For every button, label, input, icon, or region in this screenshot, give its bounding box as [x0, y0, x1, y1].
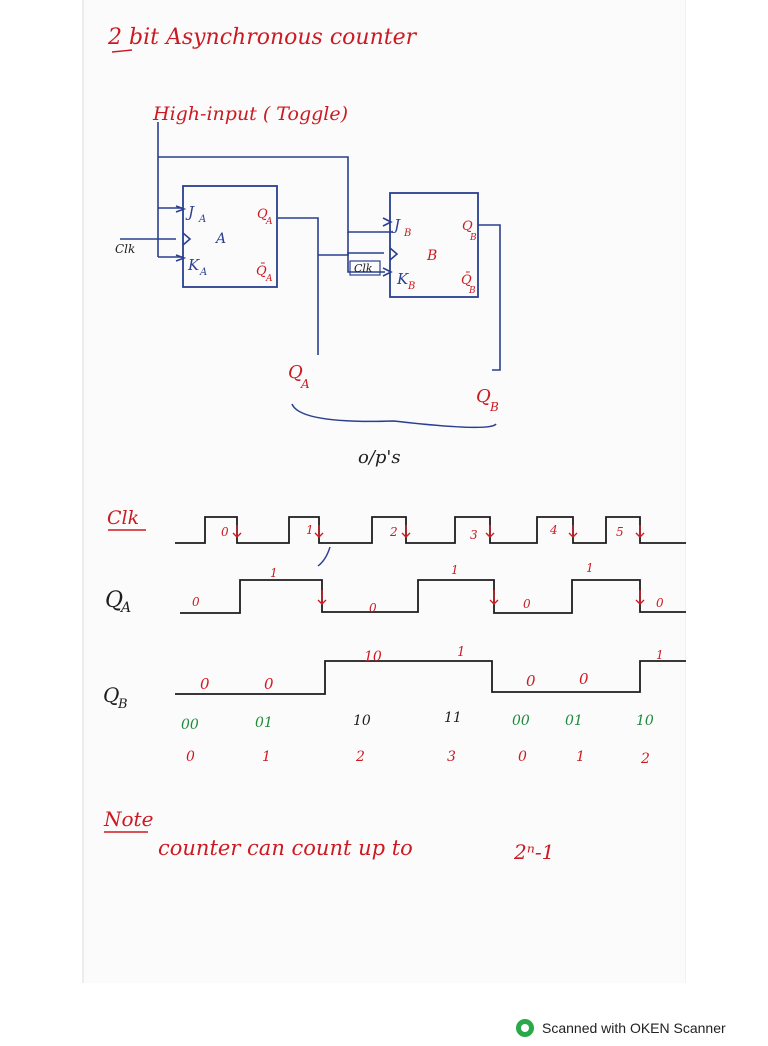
- qa-value: 0: [523, 597, 531, 611]
- qa-value: 1: [586, 561, 594, 575]
- outputs-label: o/p's: [358, 447, 401, 468]
- ffa-j-label: J: [185, 203, 195, 221]
- timing-qb-label: Q: [103, 683, 119, 707]
- timing-clk-label: Clk: [107, 507, 139, 529]
- ffb-k-sub: B: [407, 281, 415, 292]
- ffa-k-sub: A: [199, 267, 207, 278]
- decimal-state: 0: [518, 749, 527, 765]
- binary-state: 00: [181, 717, 199, 733]
- scanner-text: Scanned with OKEN Scanner: [542, 1020, 726, 1036]
- qa-value: 1: [270, 566, 278, 580]
- ffb-k-label: K: [396, 270, 409, 288]
- note-heading: Note: [103, 807, 153, 831]
- ffa-qbar-sub: A: [265, 274, 273, 284]
- qb-value: 1: [656, 648, 664, 662]
- ffa-q-sub: A: [265, 217, 273, 227]
- qb-value-labels: 0 0 10 1 0 0 1: [200, 645, 664, 693]
- clk-waveform: [175, 516, 686, 544]
- binary-state: 00: [512, 713, 530, 729]
- timing-qb-sub: B: [117, 697, 128, 712]
- ffb-j-label: J: [391, 216, 401, 234]
- qb-value: 0: [200, 675, 210, 693]
- note-text: counter can count up to: [158, 836, 413, 860]
- ffb-qbar-sub: B: [468, 286, 476, 296]
- decimal-state: 0: [186, 749, 195, 765]
- flipflop-a: J A K A A Q A Q̄ A: [182, 185, 278, 288]
- ffb-qbar-label: Q̄: [461, 272, 472, 288]
- title-underline: [111, 49, 133, 53]
- ffa-qbar-label: Q̄: [256, 263, 267, 279]
- binary-state: 10: [636, 713, 654, 729]
- decimal-state: 2: [355, 749, 365, 765]
- qb-value: 0: [526, 672, 536, 690]
- notes-drawing: 2 bit Asynchronous counter High-input ( …: [103, 25, 686, 864]
- ffa-q-label: Q: [257, 207, 268, 222]
- qb-value: 10: [364, 649, 382, 665]
- page-title: 2 bit Asynchronous counter: [107, 25, 418, 50]
- ffa-k-label: K: [187, 256, 200, 274]
- clk-pulse-label: 5: [616, 525, 624, 539]
- clk-pulse-label: 3: [470, 528, 478, 542]
- qa-value: 0: [369, 601, 377, 615]
- scanner-watermark: Scanned with OKEN Scanner: [516, 1010, 726, 1046]
- binary-state-row: 00 01 10 11 00 01 10: [181, 710, 654, 733]
- flipflop-b: J B K B B Q B Q̄ B: [389, 192, 479, 298]
- qb-value: 1: [457, 645, 465, 660]
- scanner-logo-icon: [516, 1019, 534, 1037]
- qb-waveform: [175, 660, 686, 695]
- ffb-q-sub: B: [469, 233, 477, 243]
- ffb-q-label: Q: [462, 219, 473, 234]
- binary-state: 10: [353, 713, 371, 729]
- binary-state: 01: [255, 715, 273, 731]
- qa-value: 1: [451, 563, 459, 577]
- clk-b-label: Clk: [354, 262, 373, 275]
- qa-value: 0: [656, 596, 664, 610]
- clk-pulse-label: 2: [389, 525, 398, 539]
- qa-value: 0: [192, 595, 200, 609]
- decimal-state: 1: [576, 749, 585, 765]
- clk-b-box: [349, 260, 381, 276]
- clk-pulse-label: 1: [306, 523, 314, 537]
- binary-state: 11: [444, 710, 462, 726]
- qa-waveform: [180, 579, 686, 614]
- clk-pulse-labels: 0 1 2 3 4 5: [221, 523, 624, 542]
- clk-edge-arrows: [232, 525, 645, 605]
- ffa-name: A: [214, 231, 226, 247]
- output-qb-sub: B: [489, 400, 499, 414]
- ffb-j-sub: B: [403, 228, 411, 239]
- clk-input-label: Clk: [115, 242, 135, 256]
- clk-pulse-label: 0: [221, 525, 229, 539]
- timing-qa-label: Q: [105, 588, 123, 613]
- decimal-state-row: 0 1 2 3 0 1 2: [186, 749, 650, 767]
- high-input-label: High-input ( Toggle): [152, 103, 348, 125]
- decimal-state: 3: [447, 749, 456, 765]
- binary-state: 01: [565, 713, 583, 729]
- ffb-name: B: [426, 248, 437, 264]
- output-qb-label: Q: [476, 386, 491, 407]
- qb-value: 0: [579, 670, 589, 688]
- output-qa-sub: A: [300, 377, 310, 391]
- decimal-state: 2: [640, 751, 650, 767]
- clk-pulse-label: 4: [549, 523, 558, 537]
- note-formula: 2ⁿ-1: [513, 840, 554, 864]
- output-qa-label: Q: [288, 362, 303, 383]
- outputs-brace: [291, 403, 497, 429]
- circuit-wires: [120, 122, 501, 371]
- timing-qa-sub: A: [119, 600, 131, 616]
- ffa-j-sub: A: [198, 214, 206, 225]
- qb-value: 0: [264, 675, 274, 693]
- scanned-page: [82, 0, 686, 983]
- qa-value-labels: 0 1 0 1 0 1 0: [192, 561, 664, 615]
- decimal-state: 1: [262, 749, 271, 765]
